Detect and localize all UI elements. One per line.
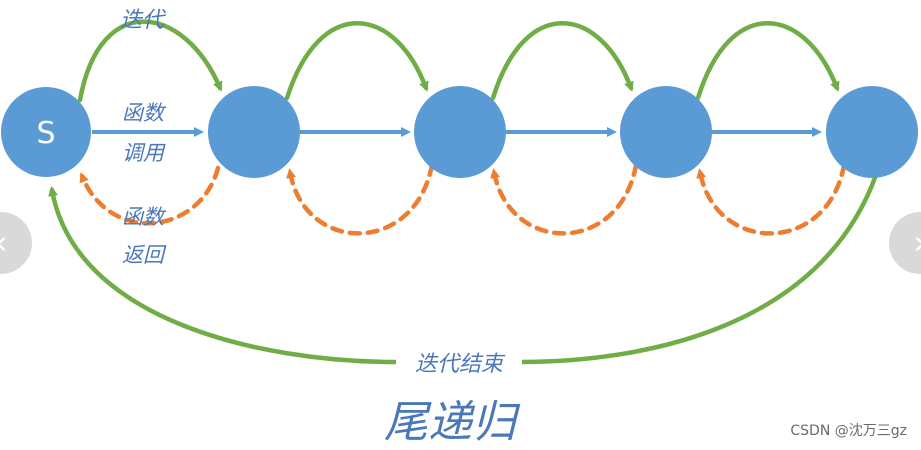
node-start xyxy=(1,87,91,177)
return-label-line2: 返回 xyxy=(122,243,167,267)
call-label-line2: 调用 xyxy=(122,141,166,165)
iteration-arrow-2 xyxy=(284,21,429,101)
chevron-left-icon: ‹ xyxy=(0,226,8,260)
return-label-line1: 函数 xyxy=(122,205,167,229)
diagram-title: 尾递归 xyxy=(384,397,521,448)
end-label-backdrop xyxy=(396,346,522,378)
iteration-arrow-1 xyxy=(77,19,223,103)
node-4 xyxy=(620,86,712,178)
return-arrow-1 xyxy=(79,165,221,226)
iteration-end-label: 迭代结束 xyxy=(415,352,506,377)
iteration-arrow-3 xyxy=(490,21,634,101)
return-arrow-2 xyxy=(286,162,435,236)
start-node-label: S xyxy=(36,116,55,151)
iteration-label: 迭代 xyxy=(120,8,167,33)
iteration-end-arrow xyxy=(48,172,879,365)
chevron-right-icon: › xyxy=(913,226,921,260)
return-arrow-3 xyxy=(490,162,639,236)
node-3 xyxy=(414,86,506,178)
node-2 xyxy=(208,86,300,178)
call-label-line1: 函数 xyxy=(122,101,167,125)
node-5 xyxy=(826,86,918,178)
iteration-arrow-4 xyxy=(695,21,840,101)
return-arrow-4 xyxy=(696,162,847,236)
watermark: CSDN @沈万三gz xyxy=(790,423,907,439)
